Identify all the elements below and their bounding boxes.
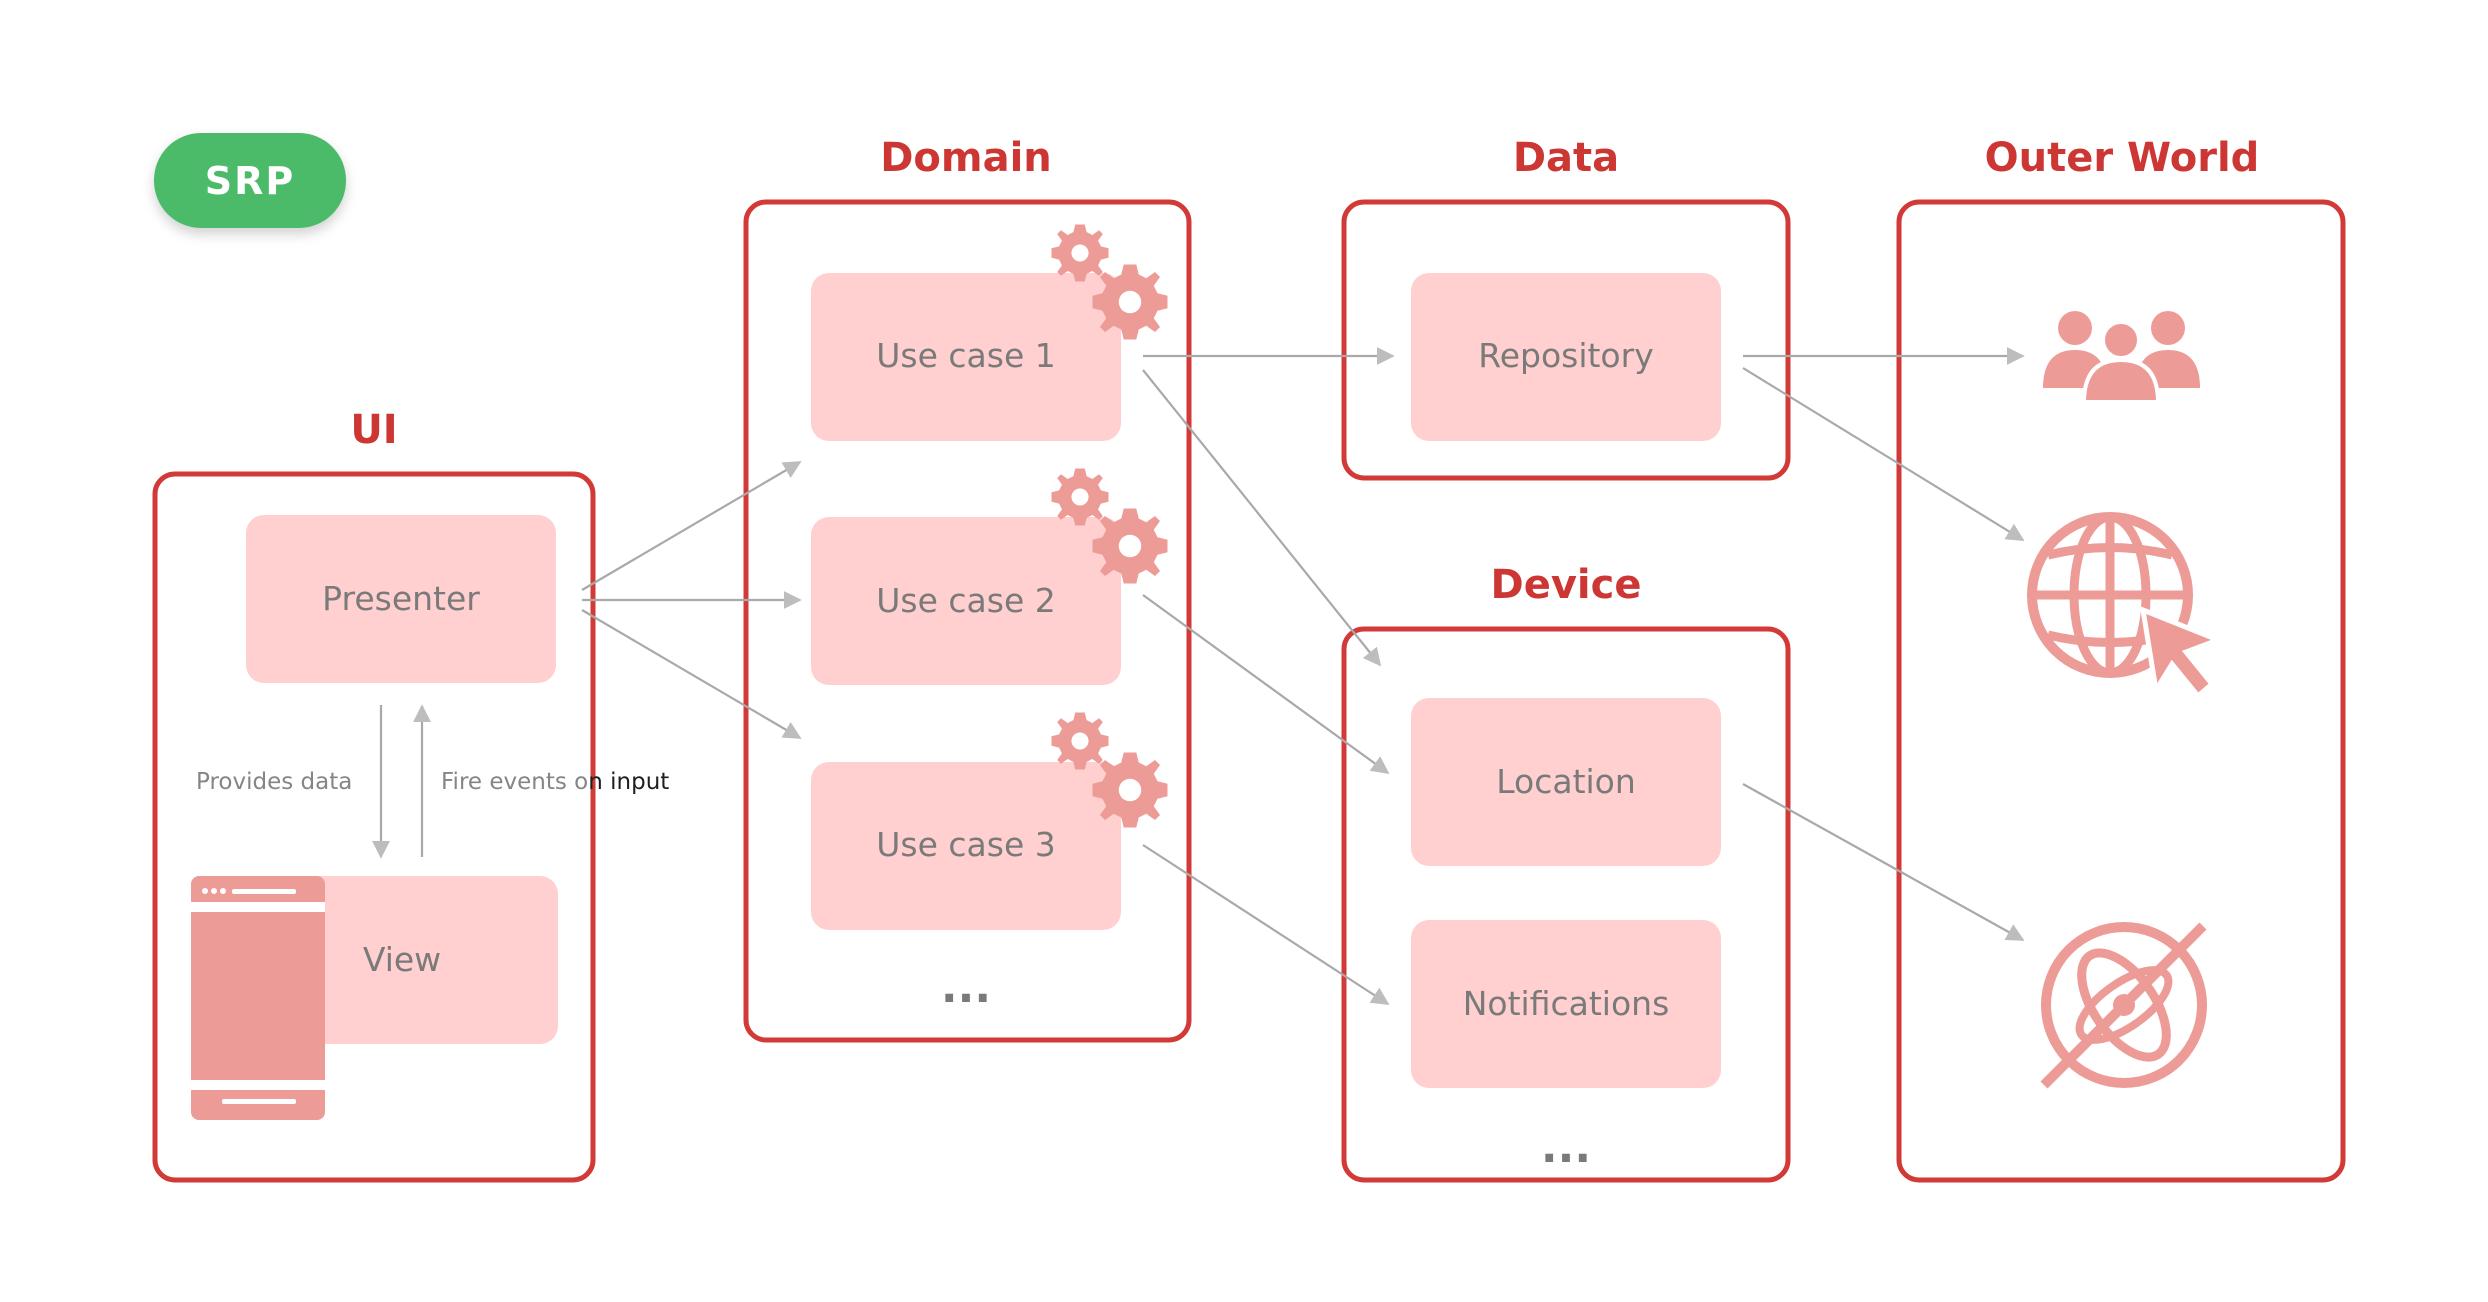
srp-badge-label: SRP	[205, 159, 295, 203]
location-label: Location	[1496, 762, 1636, 801]
repository-label: Repository	[1478, 336, 1653, 375]
use-case-3-label: Use case 3	[876, 825, 1056, 864]
fire-events-label-part1: Fire events o	[441, 769, 588, 795]
atom-globe-icon	[2040, 922, 2207, 1089]
outer-world-group-title: Outer World	[1985, 135, 2260, 181]
device-group-title: Device	[1491, 562, 1642, 608]
location-node	[1411, 698, 1721, 866]
ui-group-box	[152, 471, 596, 1183]
use-case-1-label: Use case 1	[876, 336, 1056, 375]
fire-events-label: Fire events on input	[441, 769, 669, 795]
presenter-label: Presenter	[322, 579, 480, 618]
arrow-use-case-2-to-location	[1142, 594, 1390, 775]
device-group-box	[1341, 626, 1791, 1183]
ui-group-title: UI	[350, 407, 397, 453]
arrow-use-case-3-to-notifications	[1142, 844, 1390, 1005]
data-group-box	[1341, 199, 1791, 481]
repository-node	[1411, 273, 1721, 441]
use-case-3-node	[811, 762, 1121, 930]
device-ellipsis: ...	[1541, 1122, 1591, 1173]
domain-group-title: Domain	[880, 135, 1052, 181]
domain-ellipsis: ...	[941, 962, 991, 1013]
arrow-location-to-system	[1742, 783, 2025, 941]
use-case-1-node	[811, 273, 1121, 441]
arrow-use-case-1-to-device	[1142, 369, 1382, 667]
fire-events-label-part2: n input	[588, 769, 669, 795]
arrow-presenter-to-use-case-1	[581, 461, 802, 591]
arrow-presenter-to-use-case-3	[581, 609, 802, 739]
use-case-2-label: Use case 2	[876, 581, 1056, 620]
notifications-node	[1411, 920, 1721, 1088]
arrow-repository-to-web	[1742, 367, 2025, 541]
view-label: View	[363, 940, 441, 979]
use-case-2-node	[811, 517, 1121, 685]
srp-badge: SRP	[154, 133, 346, 228]
presenter-node	[246, 515, 556, 683]
phone-icon	[191, 876, 325, 1120]
domain-group-box	[743, 199, 1192, 1043]
notifications-label: Notifications	[1463, 984, 1670, 1023]
outer-world-group-box	[1896, 199, 2346, 1183]
provides-data-label: Provides data	[196, 769, 352, 795]
globe-cursor-icon	[2027, 512, 2225, 700]
users-icon	[2043, 311, 2200, 404]
data-group-title: Data	[1513, 135, 1619, 181]
